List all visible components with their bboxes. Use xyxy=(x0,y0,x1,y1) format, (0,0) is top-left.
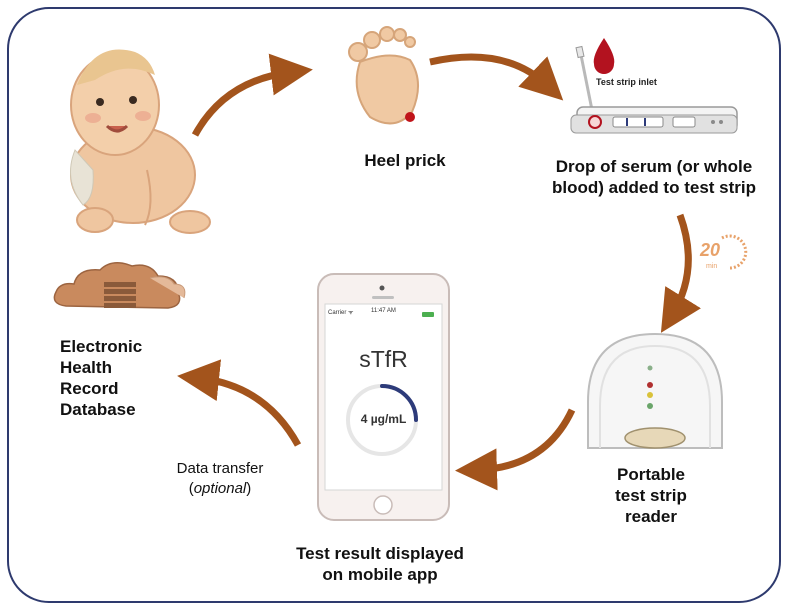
arrow-baby-to-foot xyxy=(191,53,313,137)
data-transfer-open-paren: ( xyxy=(188,480,194,497)
smartphone-icon xyxy=(317,273,450,521)
heel-prick-label: Heel prick xyxy=(340,150,470,171)
ehr-label-line1: Electronic xyxy=(60,337,143,356)
timer-icon xyxy=(721,234,748,270)
phone-time: 11:47 AM xyxy=(371,308,396,314)
drop-label-line2: blood) added to test strip xyxy=(552,178,756,197)
test-strip-inlet-label: Test strip inlet xyxy=(596,77,657,87)
arrow-phone-to-ehr xyxy=(177,359,302,447)
drop-label: Drop of serum (or whole blood) added to … xyxy=(530,156,778,198)
ehr-label: Electronic Health Record Database xyxy=(60,336,180,420)
heel-prick-text: Heel prick xyxy=(364,151,446,170)
data-transfer-optional: optional xyxy=(193,480,247,497)
timer-unit: min xyxy=(706,263,718,270)
data-transfer-close-paren: ) xyxy=(246,480,252,497)
foot-icon xyxy=(348,26,419,125)
phone-result: 4 µg/mL xyxy=(360,412,407,426)
baby-icon xyxy=(70,49,211,234)
data-transfer-line2: (optional) xyxy=(150,479,290,499)
reader-label-line1: Portable xyxy=(616,465,686,484)
blood-drop-icon xyxy=(593,38,615,74)
ehr-label-line3: Record xyxy=(60,379,119,398)
drop-label-line1: Drop of serum (or whole xyxy=(555,157,753,176)
cloud-database-icon xyxy=(53,262,186,309)
diagram-frame xyxy=(7,7,781,603)
arrow-foot-to-strip xyxy=(429,53,564,101)
result-label-line2: on mobile app xyxy=(322,565,438,584)
data-transfer-line1: Data transfer xyxy=(176,460,264,477)
test-strip-icon xyxy=(570,45,738,134)
phone-analyte: sTfR xyxy=(359,346,408,372)
result-label: Test result displayed on mobile app xyxy=(275,543,485,585)
arrow-reader-to-phone xyxy=(455,408,576,491)
result-gauge-arc xyxy=(380,384,418,422)
reader-label-line2: test strip xyxy=(615,486,687,505)
data-transfer-label: Data transfer (optional) xyxy=(150,459,290,499)
phone-carrier: Carrier ᯤ xyxy=(328,310,354,316)
timer-value: 20 xyxy=(700,240,721,260)
arrow-strip-to-reader xyxy=(660,213,701,333)
reader-label-line3: reader xyxy=(625,507,677,526)
reader-label: Portable test strip reader xyxy=(586,464,716,527)
ehr-label-line2: Health xyxy=(60,358,112,377)
ehr-label-line4: Database xyxy=(60,400,136,419)
strip-reader-icon xyxy=(587,332,723,449)
result-label-line1: Test result displayed xyxy=(296,544,464,563)
